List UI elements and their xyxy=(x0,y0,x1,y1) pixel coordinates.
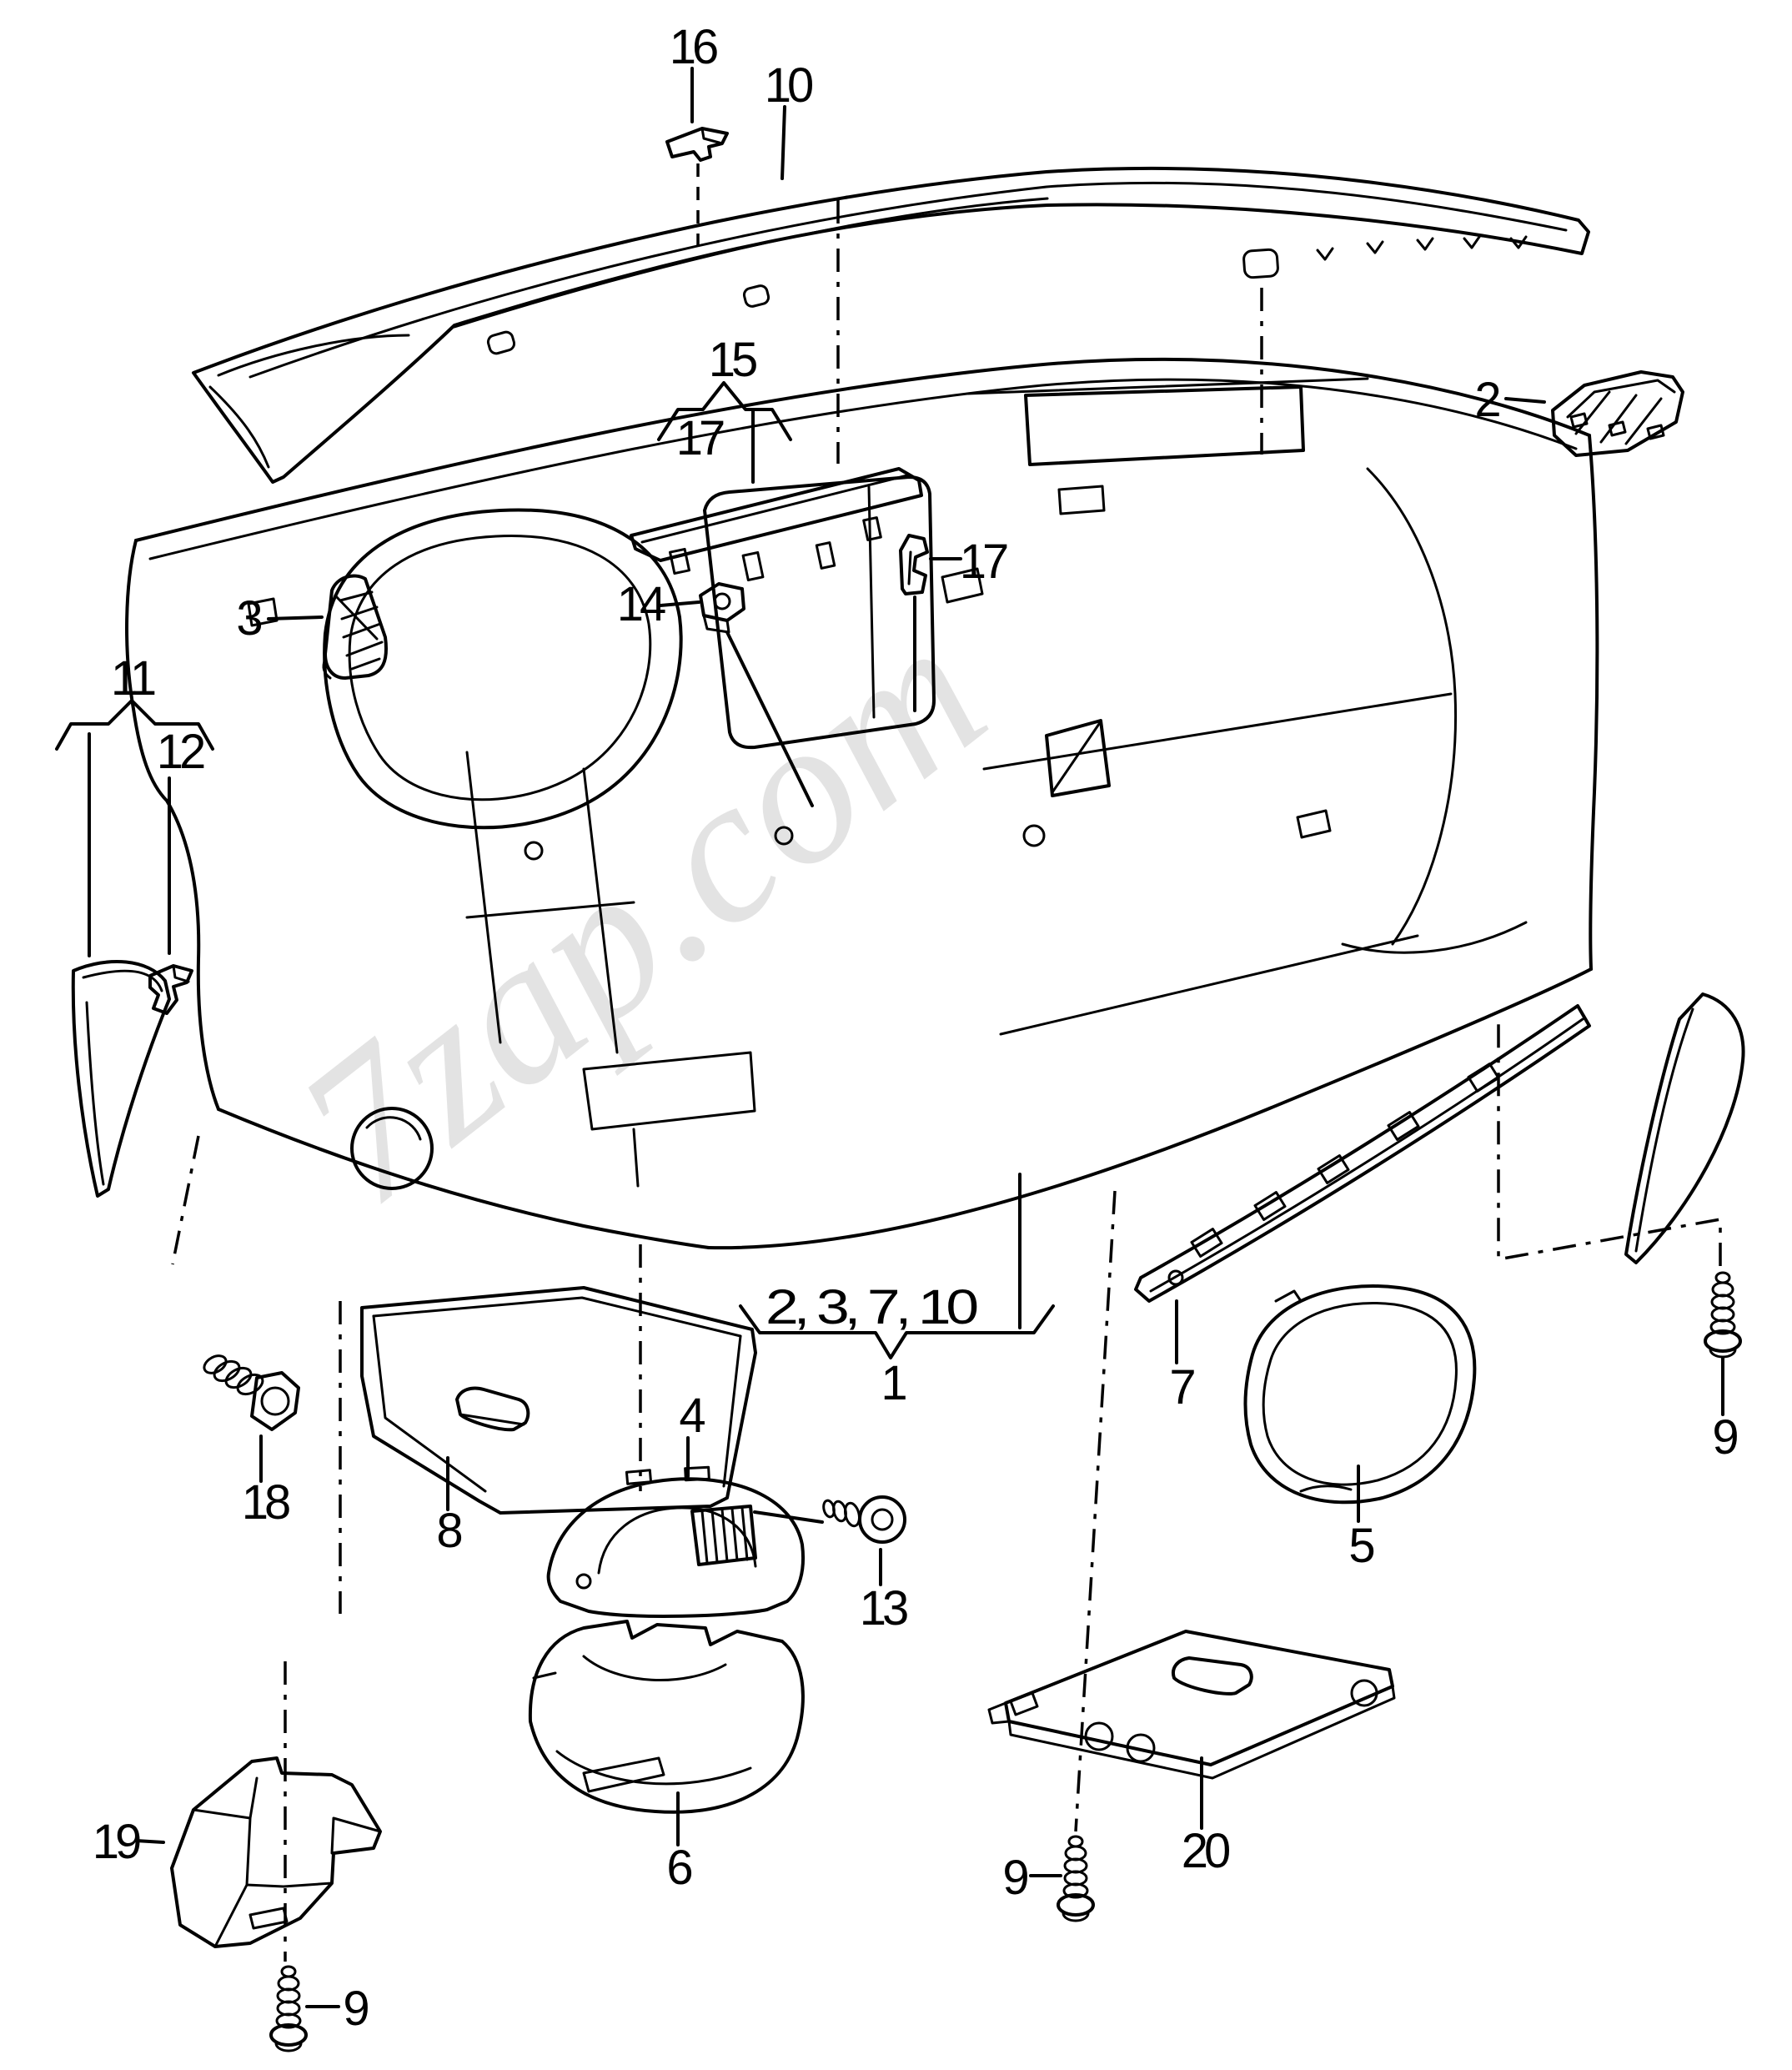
cover-panel-20 xyxy=(987,1630,1396,1780)
callout-10: 10 xyxy=(765,58,812,113)
vent-grille-2 xyxy=(1551,370,1684,457)
storage-bin-8 xyxy=(360,1286,757,1515)
column-shroud-lower-6 xyxy=(528,1620,805,1814)
screw-9-center xyxy=(1057,1835,1095,1922)
callout-18: 18 xyxy=(242,1475,289,1530)
a-pillar-trim-11 xyxy=(71,959,171,1198)
leader-lines xyxy=(55,67,1724,2008)
callout-6: 6 xyxy=(666,1841,691,1895)
callout-14: 14 xyxy=(617,577,665,631)
callout-20: 20 xyxy=(1182,1824,1229,1878)
callout-11: 11 xyxy=(111,651,155,706)
callout-7: 7 xyxy=(1169,1360,1194,1414)
vent-grille-3 xyxy=(322,574,388,680)
clip-14 xyxy=(699,582,745,634)
clip-12 xyxy=(148,964,193,1015)
callout-1: 1 xyxy=(881,1356,906,1410)
screw-9-left xyxy=(269,1965,308,2052)
watermark: 7zap.com xyxy=(258,577,1025,1248)
callout-group-1: 2, 3, 7, 10 xyxy=(765,1280,976,1334)
dashboard-body-1 xyxy=(125,357,1599,1250)
callout-9-left: 9 xyxy=(343,1982,368,2036)
callout-4: 4 xyxy=(679,1389,705,1443)
callout-12: 12 xyxy=(157,725,204,779)
defroster-tray-15 xyxy=(630,467,923,582)
callout-5: 5 xyxy=(1348,1519,1373,1573)
callout-15: 15 xyxy=(709,333,756,387)
clip-16 xyxy=(665,127,729,162)
callout-13: 13 xyxy=(860,1581,907,1635)
bracket-19 xyxy=(170,1756,382,1948)
callout-2: 2 xyxy=(1474,373,1499,427)
callout-8: 8 xyxy=(436,1504,461,1558)
callout-16: 16 xyxy=(670,20,717,74)
a-pillar-trim-right xyxy=(1624,992,1745,1264)
column-shroud-upper-4 xyxy=(546,1465,805,1618)
bolt-18 xyxy=(203,1354,300,1431)
callout-9-center: 9 xyxy=(1002,1851,1027,1905)
clip-17 xyxy=(899,534,929,595)
callout-3: 3 xyxy=(236,591,261,646)
callout-9-right: 9 xyxy=(1712,1410,1737,1465)
screw-13 xyxy=(753,1495,906,1544)
callout-17-right: 17 xyxy=(960,535,1007,589)
part-top-trim-strip-10 xyxy=(192,166,1590,484)
trim-strip-7 xyxy=(1134,1004,1591,1303)
screw-9-right xyxy=(1704,1271,1742,1359)
cluster-bezel-5 xyxy=(1243,1284,1477,1505)
callout-19: 19 xyxy=(93,1815,140,1869)
callout-17-left: 17 xyxy=(676,411,724,465)
